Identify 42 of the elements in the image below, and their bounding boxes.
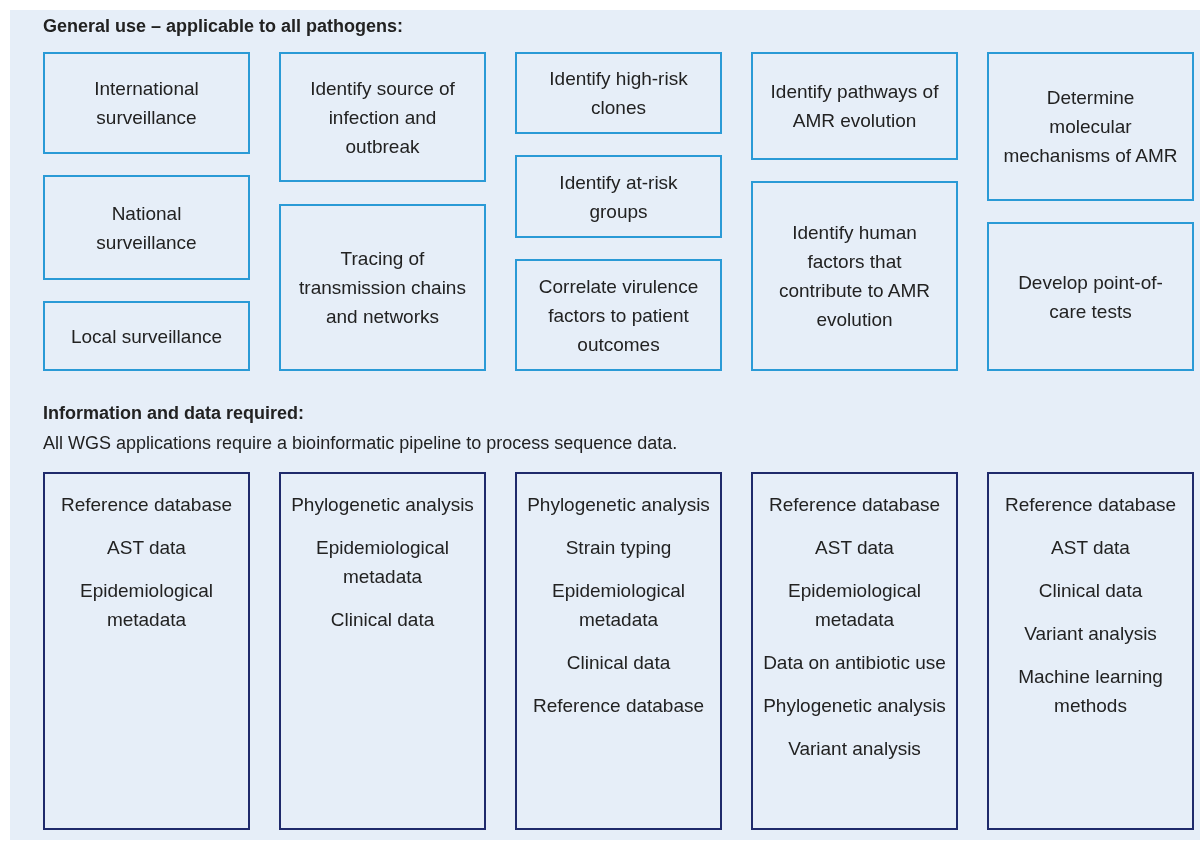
- data-item: Clinical data: [566, 651, 671, 675]
- data-item: Epidemiological metadata: [314, 536, 451, 589]
- requirements-panel: [987, 472, 1194, 830]
- goal-box: Identify pathways of AMR evolution: [751, 52, 958, 160]
- goal-box: Identify source of infection and outbreak: [279, 52, 486, 182]
- data-item: Phylogenetic analysis: [291, 493, 474, 517]
- requirements-panel: [515, 472, 722, 830]
- data-item: Data on antibiotic use: [763, 651, 946, 675]
- data-item: Reference database: [532, 694, 705, 718]
- data-item: Variant analysis: [788, 737, 921, 761]
- section-heading: Information and data required:: [43, 403, 305, 424]
- data-item: AST data: [1051, 536, 1130, 560]
- data-item: Reference database: [768, 493, 941, 517]
- data-item: Phylogenetic analysis: [527, 493, 710, 517]
- data-item: Epidemiological metadata: [78, 579, 215, 632]
- goal-box: Identify at-risk groups: [515, 155, 722, 238]
- data-item: Reference database: [1004, 493, 1177, 517]
- data-item: Machine learning methods: [1017, 665, 1164, 718]
- data-item: Strain typing: [565, 536, 672, 560]
- note-text: All WGS applications require a bioinformatic pipeline to process sequence data.: [43, 433, 678, 454]
- data-item: Epidemiological metadata: [550, 579, 687, 632]
- goal-box: National surveillance: [43, 175, 250, 280]
- goal-box: Determine molecular mechanisms of AMR: [987, 52, 1194, 201]
- data-item: Variant analysis: [1024, 622, 1157, 646]
- data-item: Reference database: [60, 493, 233, 517]
- goal-box: Tracing of transmission chains and networks: [279, 204, 486, 371]
- data-item: AST data: [107, 536, 186, 560]
- goal-box: Identify human factors that contribute to AMR evolution: [751, 181, 958, 371]
- section-heading: General use – applicable to all pathogens:: [43, 16, 404, 37]
- goal-box: International surveillance: [43, 52, 250, 154]
- requirements-panel: [279, 472, 486, 830]
- data-item: Phylogenetic analysis: [763, 694, 946, 718]
- goal-box: Develop point-of-care tests: [987, 222, 1194, 371]
- goal-box: Local surveillance: [43, 301, 250, 371]
- goal-box: Correlate virulence factors to patient outcomes: [515, 259, 722, 371]
- data-item: Clinical data: [1038, 579, 1143, 603]
- data-item: Clinical data: [330, 608, 435, 632]
- data-item: Epidemiological metadata: [786, 579, 923, 632]
- requirements-panel: [43, 472, 250, 830]
- requirements-panel: [751, 472, 958, 830]
- goal-box: Identify high-risk clones: [515, 52, 722, 134]
- data-item: AST data: [815, 536, 894, 560]
